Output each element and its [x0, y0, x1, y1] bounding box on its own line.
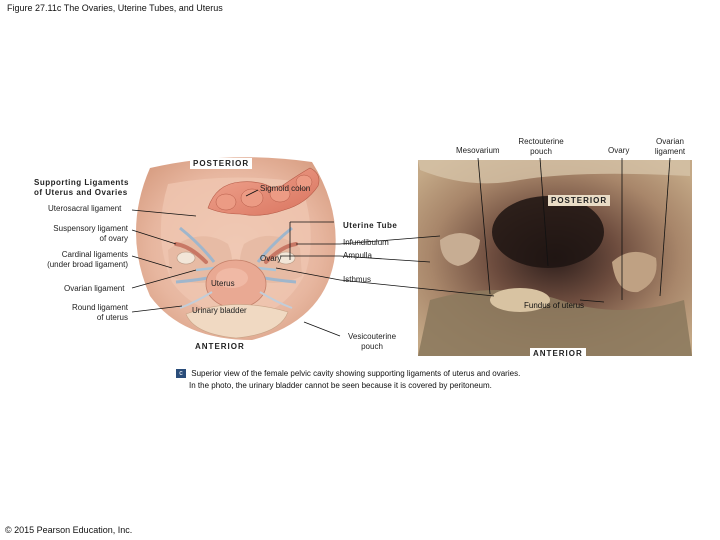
cadaver-photo [418, 160, 692, 356]
caption-line2: In the photo, the urinary bladder cannot… [189, 381, 492, 390]
vesicouterine-pouch-line1: Vesicouterine [347, 332, 397, 341]
ovary-label: Ovary [260, 254, 282, 263]
figure-title: Figure 27.11c The Ovaries, Uterine Tubes… [7, 3, 223, 13]
illustration-anterior-tag: ANTERIOR [192, 341, 248, 352]
suspensory-ligament-line2: of ovary [99, 234, 128, 243]
caption-line1: Superior view of the female pelvic cavit… [191, 369, 521, 378]
cardinal-ligaments-line1: Cardinal ligaments [61, 250, 128, 259]
left-ovary-shape [176, 251, 196, 265]
ovarian-ligament-label: Ovarian ligament [64, 284, 125, 293]
infundibulum-label: Infundibulum [343, 238, 389, 247]
isthmus-label: Isthmus [343, 275, 372, 284]
right-ovary-shape [276, 251, 296, 265]
copyright-notice: © 2015 Pearson Education, Inc. [5, 525, 133, 535]
suspensory-ligament-line1: Suspensory ligament [53, 224, 128, 233]
rectouterine-pouch-label: Rectouterine pouch [508, 137, 574, 157]
photo-ovarian-ligament-line1: Ovarian [655, 137, 684, 146]
sigmoid-colon-label: Sigmoid colon [260, 184, 311, 193]
ampulla-label: Ampulla [343, 251, 372, 260]
rectouterine-pouch-line2: pouch [530, 147, 552, 156]
suspensory-ligament-label: Suspensory ligament of ovary [30, 224, 128, 244]
uterus-label: Uterus [211, 279, 235, 288]
rectouterine-pouch-line1: Rectouterine [518, 137, 564, 146]
uterosacral-ligament-label: Uterosacral ligament [48, 204, 122, 213]
photo-ovarian-ligament-line2: ligament [654, 147, 686, 156]
mesovarium-label: Mesovarium [456, 146, 500, 155]
round-ligament-label: Round ligament of uterus [40, 303, 128, 323]
illustration-posterior-tag: POSTERIOR [190, 158, 253, 169]
sigmoid-colon-shape [207, 167, 320, 216]
supporting-ligaments-heading: Supporting Ligaments of Uterus and Ovari… [34, 178, 138, 198]
photo-leader-lines [339, 157, 671, 303]
cardinal-ligaments-label: Cardinal ligaments (under broad ligament… [20, 250, 128, 270]
round-ligament-line2: of uterus [96, 313, 128, 322]
photo-posterior-tag: POSTERIOR [548, 195, 611, 206]
supporting-ligaments-heading-text: Supporting Ligaments of Uterus and Ovari… [34, 178, 129, 197]
uterine-tube-heading: Uterine Tube [343, 221, 398, 230]
urinary-bladder-shape [185, 304, 289, 339]
vesicouterine-pouch-label: Vesicouterine pouch [340, 332, 404, 352]
round-ligament-line1: Round ligament [71, 303, 128, 312]
urinary-bladder-label: Urinary bladder [192, 306, 247, 315]
vesicouterine-pouch-line2: pouch [361, 342, 383, 351]
photo-anterior-tag: ANTERIOR [530, 348, 586, 359]
photo-ovarian-ligament-label: Ovarian ligament [646, 137, 694, 157]
fundus-of-uterus-label: Fundus of uterus [524, 301, 585, 310]
figure-caption: c Superior view of the female pelvic cav… [176, 368, 520, 392]
pelvic-illustration [136, 157, 336, 340]
cardinal-ligaments-line2: (under broad ligament) [47, 260, 128, 269]
caption-badge: c [176, 369, 186, 379]
illustration-leader-lines [131, 189, 341, 337]
photo-ovary-label: Ovary [608, 146, 630, 155]
